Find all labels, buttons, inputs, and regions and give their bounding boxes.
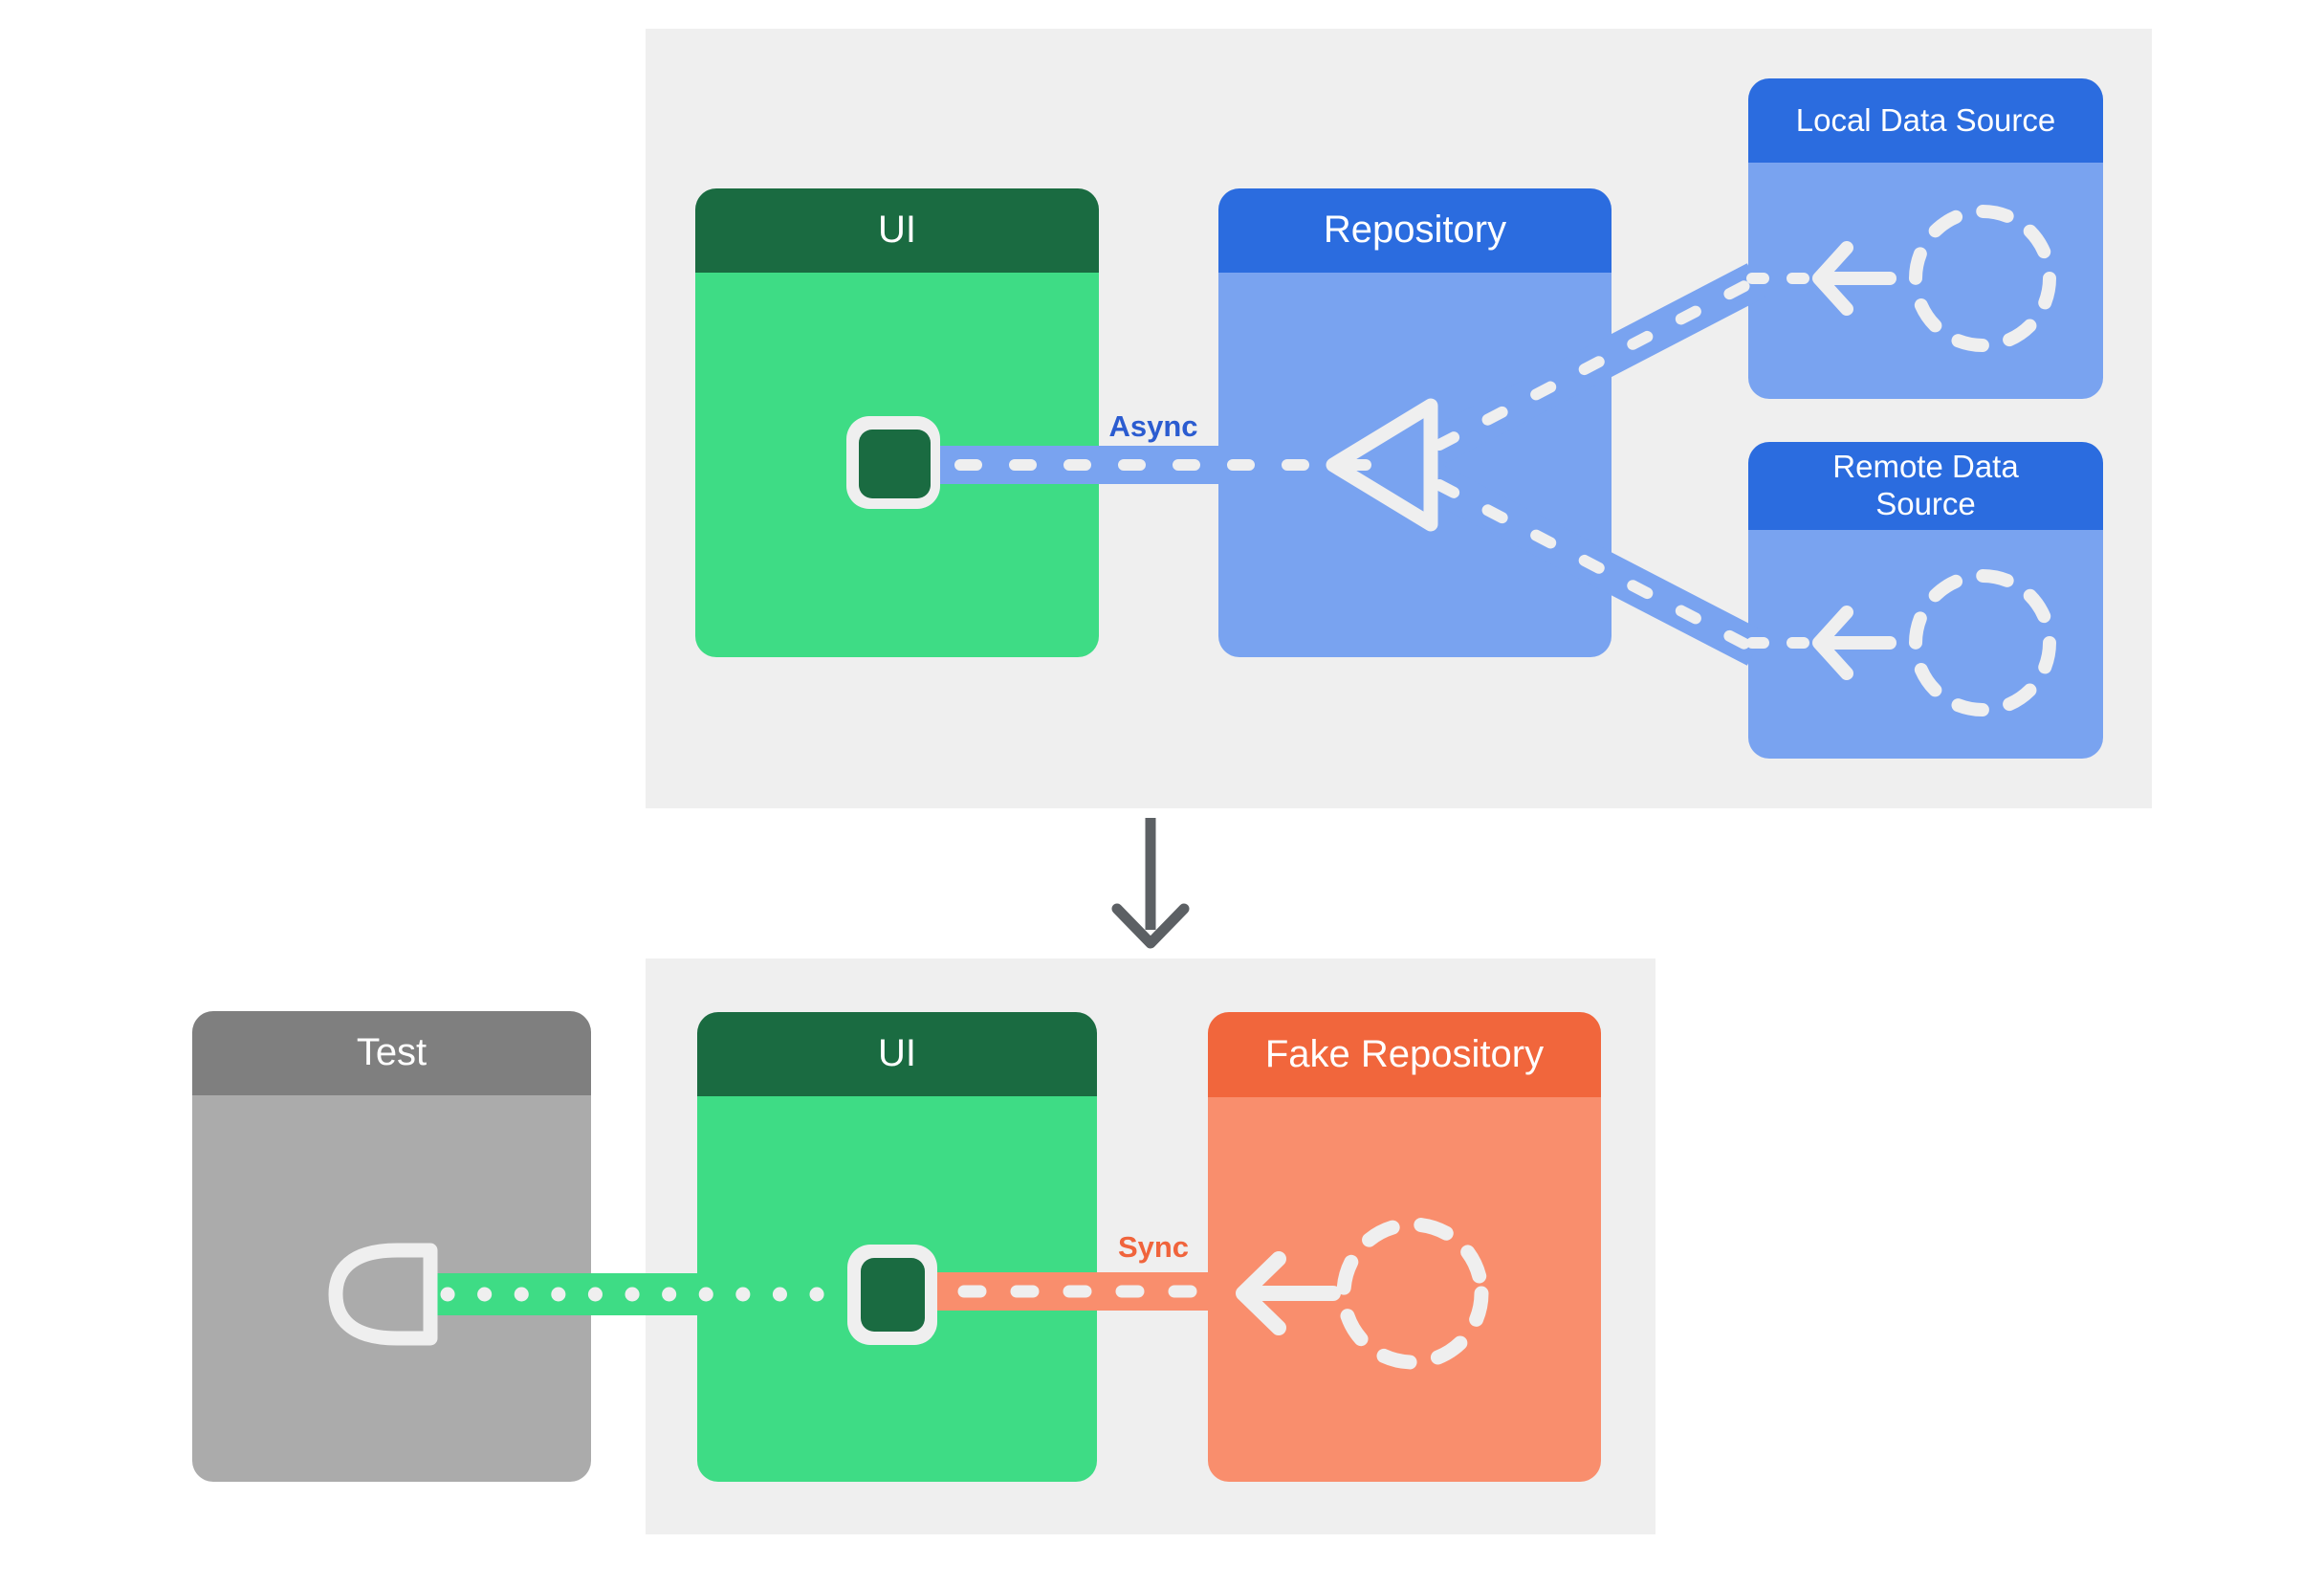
test-box: Test	[192, 1011, 591, 1482]
local-data-source-header: Local Data Source	[1748, 78, 2103, 163]
test-box-header: Test	[192, 1011, 591, 1095]
ui-box-top: UI	[695, 188, 1099, 657]
ui-box-bottom-body	[697, 1096, 1097, 1482]
remote-data-source-header: Remote Data Source	[1748, 442, 2103, 530]
fake-repository-header: Fake Repository	[1208, 1012, 1601, 1097]
fake-repository-box: Fake Repository	[1208, 1012, 1601, 1482]
ui-box-top-header: UI	[695, 188, 1099, 273]
repository-box-body	[1218, 273, 1611, 657]
repository-box: Repository	[1218, 188, 1611, 657]
ui-box-bottom: UI	[697, 1012, 1097, 1482]
repository-box-header: Repository	[1218, 188, 1611, 273]
async-label: Async	[1108, 409, 1198, 443]
fake-repository-body	[1208, 1097, 1601, 1482]
ui-box-bottom-header: UI	[697, 1012, 1097, 1096]
test-box-body	[192, 1095, 591, 1482]
local-data-source-body	[1748, 163, 2103, 399]
down-arrow-icon	[1111, 903, 1190, 949]
local-data-source-box: Local Data Source	[1748, 78, 2103, 399]
remote-data-source-box: Remote Data Source	[1748, 442, 2103, 759]
ui-box-top-body	[695, 273, 1099, 657]
remote-data-source-body	[1748, 530, 2103, 759]
sync-label: Sync	[1117, 1230, 1190, 1264]
